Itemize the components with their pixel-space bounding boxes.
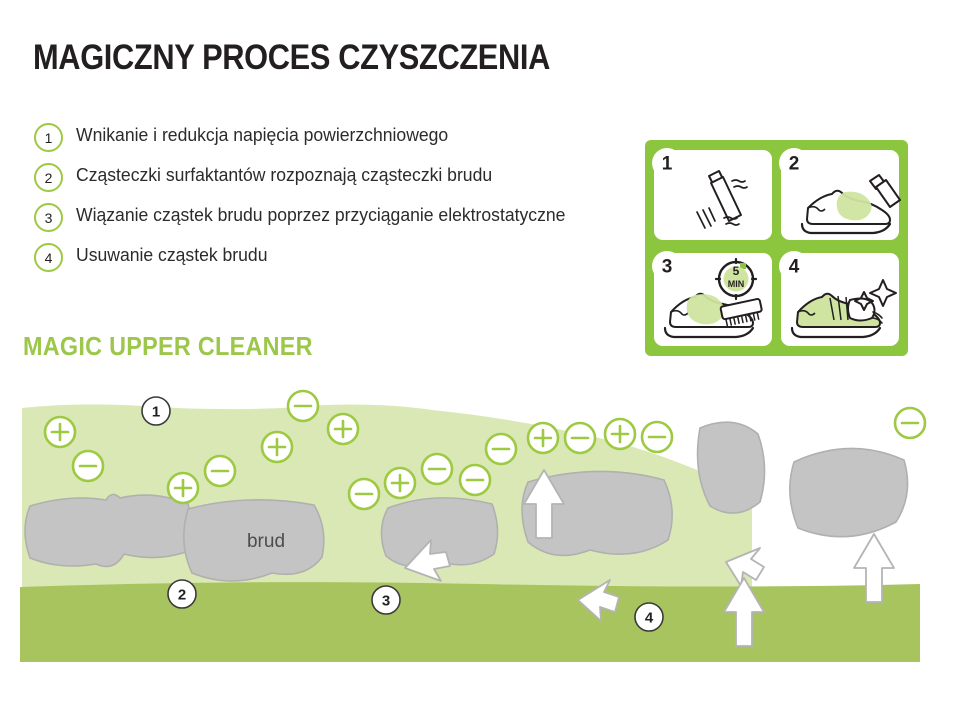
svg-text:2: 2 (789, 154, 800, 175)
charge-minus (71, 449, 105, 483)
list-item: 2 Cząsteczki surfaktantów rozpoznają czą… (34, 162, 634, 192)
step-badge-3: 3 (34, 203, 63, 232)
diagram-marker-1: 1 (141, 396, 171, 426)
panel-number-2: 2 (779, 148, 809, 178)
shoe-brush-icon (663, 292, 763, 339)
charge-plus (526, 421, 560, 455)
svg-text:3: 3 (382, 593, 390, 610)
charge-minus (286, 389, 320, 423)
step-badge-4: 4 (34, 243, 63, 272)
charge-minus (893, 406, 927, 440)
svg-text:4: 4 (645, 610, 654, 627)
shoe-wipe-sparkle-icon (790, 279, 897, 339)
charge-plus (43, 415, 77, 449)
step-text-3: Wiązanie cząstek brudu poprzez przyciąga… (76, 204, 566, 225)
step-text-4: Usuwanie cząstek brudu (76, 244, 268, 265)
charge-minus (420, 452, 454, 486)
list-item: 3 Wiązanie cząstek brudu poprzez przycią… (34, 202, 634, 232)
step-text-2: Cząsteczki surfaktantów rozpoznają cząst… (76, 164, 493, 185)
charge-plus (603, 417, 637, 451)
timer-unit: MIN (728, 279, 745, 289)
dirt-blobs (24, 421, 909, 582)
diagram-marker-4: 4 (634, 602, 664, 632)
step-badge-1: 1 (34, 123, 63, 152)
diagram-marker-2: 2 (167, 579, 197, 609)
charge-minus (640, 420, 674, 454)
substrate-layer (20, 582, 920, 662)
svg-text:2: 2 (178, 587, 186, 604)
charge-minus (484, 432, 518, 466)
timer-value: 5 (733, 264, 740, 278)
lift-arrows (404, 469, 895, 647)
charge-minus (347, 477, 381, 511)
instruction-panels: 5 MIN 1 (645, 140, 908, 356)
svg-text:1: 1 (662, 154, 673, 175)
page-title: MAGICZNY PROCES CZYSZCZENIA (33, 38, 550, 77)
charge-plus (383, 466, 417, 500)
step-text-1: Wnikanie i redukcja napięcia powierzchni… (76, 124, 449, 145)
steps-list: 1 Wnikanie i redukcja napięcia powierzch… (34, 122, 634, 282)
charge-plus (166, 471, 200, 505)
shoe-apply-foam-icon (800, 174, 901, 235)
product-name: MAGIC UPPER CLEANER (23, 331, 313, 361)
charge-minus (563, 421, 597, 455)
svg-text:1: 1 (152, 404, 160, 421)
charge-plus (326, 412, 360, 446)
diagram-marker-3: 3 (371, 585, 401, 615)
charge-particles (43, 389, 927, 511)
charge-plus (260, 430, 294, 464)
charge-minus (203, 454, 237, 488)
cleaning-process-diagram: brud 1 2 3 4 (0, 372, 960, 662)
list-item: 1 Wnikanie i redukcja napięcia powierzch… (34, 122, 634, 152)
panel-number-3: 3 (652, 251, 682, 281)
svg-text:3: 3 (662, 257, 673, 278)
step-badge-2: 2 (34, 163, 63, 192)
svg-text:4: 4 (789, 257, 800, 278)
charge-minus (458, 463, 492, 497)
list-item: 4 Usuwanie cząstek brudu (34, 242, 634, 272)
panel-number-4: 4 (779, 251, 809, 281)
panel-number-1: 1 (652, 148, 682, 178)
dirt-label: brud (247, 531, 285, 552)
timer-badge: 5 MIN (714, 257, 758, 301)
bottle-shake-icon (696, 170, 748, 229)
